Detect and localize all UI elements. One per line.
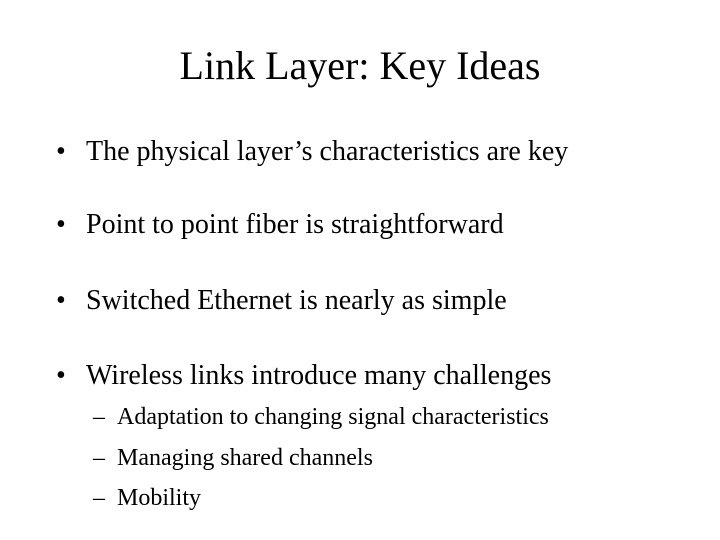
slide-title: Link Layer: Key Ideas: [179, 43, 541, 88]
bullet-marker: •: [56, 136, 66, 167]
sub-bullet-text: Adaptation to changing signal characteri…: [117, 404, 549, 430]
sub-bullet-marker: –: [93, 404, 105, 430]
bullet-marker: •: [56, 209, 66, 240]
bullet-item: • The physical layer’s characteristics ar…: [56, 132, 568, 172]
sub-bullet-marker: –: [93, 485, 105, 511]
sub-bullet-item: –Adaptation to changing signal character…: [93, 402, 549, 432]
sub-bullet-text: Mobility: [117, 485, 202, 511]
sub-bullet-text: Managing shared channels: [117, 445, 373, 471]
bullet-marker: •: [56, 360, 66, 391]
bullet-text: Switched Ethernet is nearly as simple: [86, 285, 507, 316]
sub-bullet-marker: –: [93, 445, 105, 471]
bullet-text: Point to point fiber is straightforward: [86, 209, 504, 240]
sub-bullet-item: –Mobility: [93, 483, 201, 513]
bullet-text: The physical layer’s characteristics are…: [86, 136, 569, 167]
sub-bullet-item: –Managing shared channels: [93, 443, 373, 473]
bullet-marker: •: [56, 285, 66, 316]
bullet-item: • Switched Ethernet is nearly as simple: [56, 281, 507, 321]
bullet-item: • Point to point fiber is straightforward: [56, 205, 504, 245]
bullet-text: Wireless links introduce many challenges: [86, 360, 552, 391]
bullet-item: • Wireless links introduce many challenge…: [56, 356, 551, 396]
